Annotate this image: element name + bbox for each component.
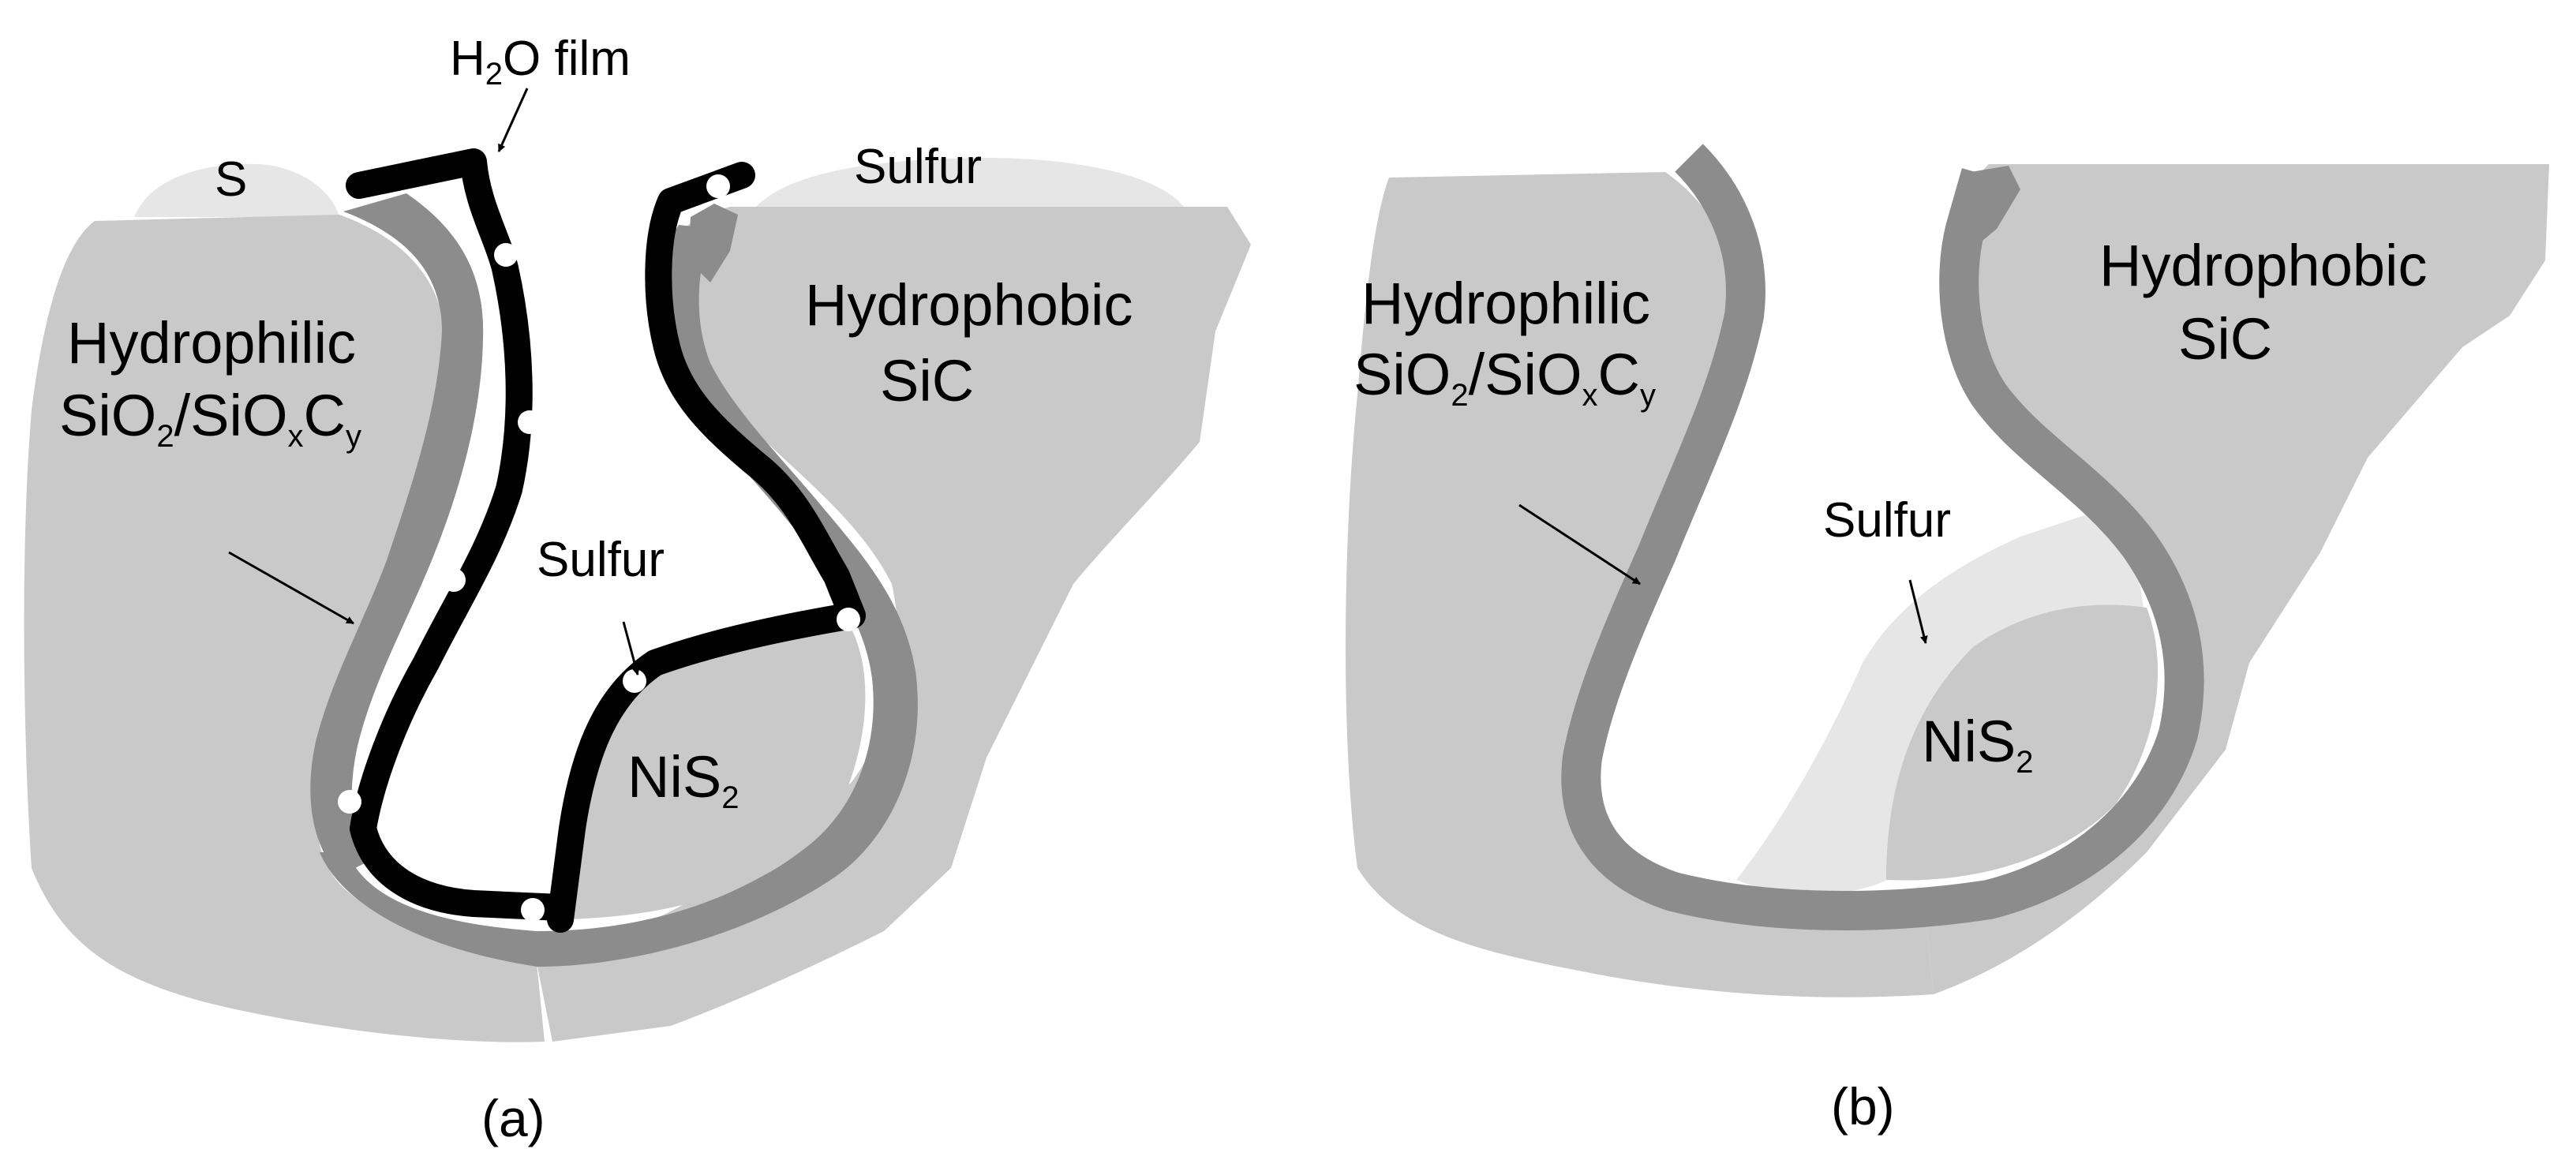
panel-a: H2O film S Sulfur Hydrophilic SiO2/SiOxC…: [24, 32, 1251, 1147]
hydrophilic-substrate: [24, 215, 545, 1042]
water-film-dots: [338, 174, 860, 922]
nis2-label-b: NiS2: [1922, 709, 2034, 780]
film-dot: [518, 410, 541, 434]
water-film: [346, 148, 574, 921]
h2o-film-label: H2O film: [450, 32, 631, 92]
hydrophilic-label-b: Hydrophilic: [1361, 271, 1650, 336]
film-dot: [837, 608, 860, 631]
sulfur-top-label: Sulfur: [854, 140, 982, 194]
sulfur-deposit-left: [134, 163, 339, 217]
hydrophobic-material-b: SiC: [2178, 306, 2272, 372]
oxide-layer-left: [310, 193, 484, 876]
sulfur-inner-label: Sulfur: [537, 533, 665, 587]
oxide-layer-corner: [688, 204, 738, 283]
hydrophilic-label: Hydrophilic: [67, 310, 356, 376]
hydrophobic-substrate-b: [1926, 164, 2549, 994]
hydrophobic-label: Hydrophobic: [805, 272, 1133, 338]
sulfur-small-label: S: [215, 152, 247, 207]
caption-a: (a): [481, 1089, 545, 1147]
sulfur-deposit-top-right: [754, 158, 1184, 209]
sulfur-label-b: Sulfur: [1823, 493, 1951, 548]
hydrophobic-substrate: [537, 207, 1251, 1042]
arrow-sulfur-b: [1908, 579, 1928, 644]
hydrophilic-substrate-b: [1346, 172, 1934, 997]
film-dot: [442, 568, 466, 592]
hydrophilic-formula-b: SiO2/SiOxCy: [1354, 342, 1656, 413]
caption-b: (b): [1831, 1077, 1895, 1136]
film-dot: [623, 669, 646, 693]
arrow-hydrophilic-layer-b: [1518, 503, 1641, 586]
film-dot: [706, 174, 730, 198]
film-dot: [338, 790, 361, 814]
panel-b: Hydrophilic SiO2/SiOxCy Hydrophobic SiC …: [1346, 144, 2549, 1136]
arrow-sulfur-inner: [622, 621, 640, 675]
arrow-hydrophilic-layer: [228, 551, 354, 625]
nis2-region-b: [1886, 604, 2159, 881]
film-dot: [494, 243, 518, 267]
oxide-layer-b: [1561, 144, 2204, 930]
film-dot: [521, 898, 545, 922]
oxide-layer-bottom-right: [320, 225, 918, 967]
hydrophobic-material: SiC: [880, 348, 974, 413]
nis2-label: NiS2: [627, 744, 739, 815]
arrow-h2o-film: [497, 88, 529, 152]
film-dot: [651, 427, 675, 451]
hydrophilic-formula: SiO2/SiOxCy: [59, 383, 361, 454]
oxide-layer-corner-b: [1961, 166, 2020, 249]
hydrophobic-label-b: Hydrophobic: [2099, 233, 2427, 298]
